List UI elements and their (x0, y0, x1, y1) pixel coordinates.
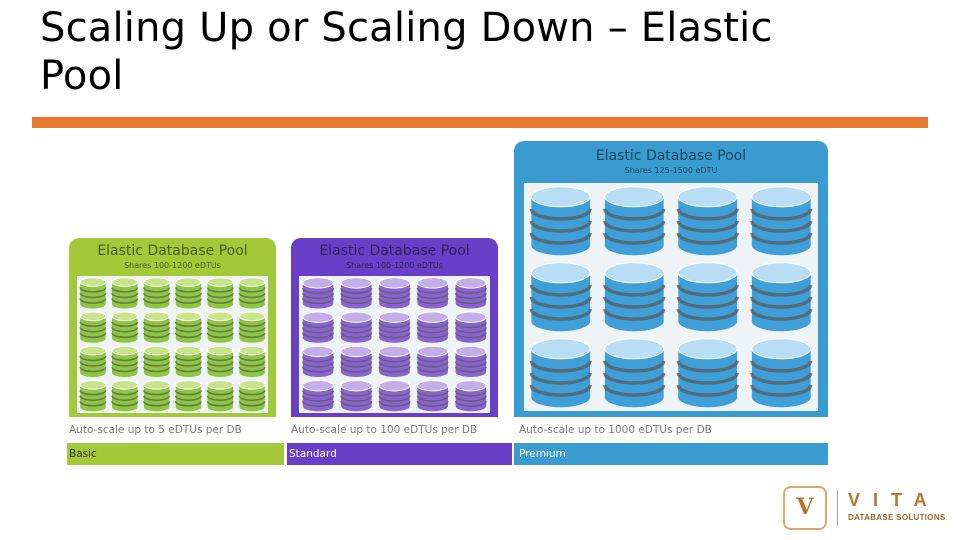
database-cylinder-icon (174, 277, 202, 309)
database-grid-standard (302, 277, 487, 412)
database-cylinder-icon (79, 311, 107, 343)
database-cylinder-icon (340, 277, 373, 309)
vita-logo-icon: V (783, 486, 827, 530)
database-cylinder-icon (378, 379, 411, 412)
database-cylinder-icon (529, 338, 592, 408)
database-cylinder-icon (378, 277, 411, 309)
database-cylinder-icon (238, 311, 266, 343)
pool-panel-premium: Elastic Database Pool Shares 125-1500 eD… (514, 141, 828, 417)
database-grid-basic (79, 277, 266, 412)
logo-wordmark: VITA (848, 490, 940, 510)
database-cylinder-icon (378, 311, 411, 343)
pool-shares-standard: Shares 100-1200 eDTUs (346, 261, 443, 270)
database-cylinder-icon (340, 311, 373, 343)
logo-mark-letter: V (796, 494, 814, 520)
autoscale-premium: Auto-scale up to 1000 eDTUs per DB (519, 424, 712, 436)
pool-shares-premium: Shares 125-1500 eDTU (624, 166, 718, 175)
pool-title-basic: Elastic Database Pool (97, 243, 248, 259)
database-cylinder-icon (238, 277, 266, 309)
database-cylinder-icon (206, 277, 234, 309)
database-cylinder-icon (750, 186, 813, 256)
database-cylinder-icon (529, 262, 592, 332)
tier-label-premium: Premium (514, 443, 828, 465)
database-cylinder-icon (302, 345, 335, 378)
database-cylinder-icon (206, 311, 234, 343)
database-cylinder-icon (143, 277, 171, 309)
tier-label-basic: Basic (67, 443, 284, 465)
logo-divider (837, 490, 838, 526)
database-cylinder-icon (340, 345, 373, 378)
database-cylinder-icon (340, 379, 373, 412)
database-cylinder-icon (174, 311, 202, 343)
pool-title-premium: Elastic Database Pool (595, 148, 747, 164)
vita-logo: V VITA DATABASE SOLUTIONS (781, 486, 951, 534)
database-cylinder-icon (676, 338, 739, 408)
pool-databases-premium (524, 183, 818, 411)
pool-databases-basic (77, 276, 268, 413)
slide-title: Scaling Up or Scaling Down – Elastic Poo… (40, 4, 900, 100)
database-cylinder-icon (416, 345, 449, 378)
database-cylinder-icon (750, 262, 813, 332)
autoscale-standard: Auto-scale up to 100 eDTUs per DB (291, 424, 478, 436)
database-cylinder-icon (174, 345, 202, 378)
title-underline-rule (32, 117, 928, 128)
database-cylinder-icon (143, 345, 171, 378)
pool-databases-standard (299, 276, 490, 413)
database-cylinder-icon (111, 311, 139, 343)
database-cylinder-icon (378, 345, 411, 378)
database-cylinder-icon (454, 277, 487, 309)
database-cylinder-icon (238, 379, 266, 412)
pool-panel-basic: Elastic Database Pool Shares 100-1200 eD… (69, 238, 276, 417)
database-cylinder-icon (454, 345, 487, 378)
database-cylinder-icon (302, 277, 335, 309)
database-cylinder-icon (206, 345, 234, 378)
database-cylinder-icon (79, 345, 107, 378)
database-cylinder-icon (111, 345, 139, 378)
slide-title-line-1: Scaling Up or Scaling Down – Elastic (40, 5, 773, 51)
database-cylinder-icon (143, 379, 171, 412)
autoscale-basic: Auto-scale up to 5 eDTUs per DB (69, 424, 242, 436)
database-cylinder-icon (238, 345, 266, 378)
database-grid-premium (529, 186, 813, 408)
database-cylinder-icon (174, 379, 202, 412)
logo-subtitle: DATABASE SOLUTIONS (848, 513, 946, 522)
database-cylinder-icon (676, 262, 739, 332)
database-cylinder-icon (603, 186, 666, 256)
slide-title-line-2: Pool (40, 53, 124, 99)
database-cylinder-icon (302, 311, 335, 343)
database-cylinder-icon (603, 262, 666, 332)
database-cylinder-icon (79, 379, 107, 412)
database-cylinder-icon (143, 311, 171, 343)
database-cylinder-icon (750, 338, 813, 408)
database-cylinder-icon (676, 186, 739, 256)
database-cylinder-icon (529, 186, 592, 256)
database-cylinder-icon (416, 379, 449, 412)
database-cylinder-icon (79, 277, 107, 309)
database-cylinder-icon (416, 277, 449, 309)
database-cylinder-icon (454, 311, 487, 343)
database-cylinder-icon (206, 379, 234, 412)
pool-panel-standard: Elastic Database Pool Shares 100-1200 eD… (291, 238, 498, 417)
pool-title-standard: Elastic Database Pool (319, 243, 470, 259)
database-cylinder-icon (416, 311, 449, 343)
tier-label-standard: Standard (287, 443, 512, 465)
database-cylinder-icon (111, 379, 139, 412)
database-cylinder-icon (111, 277, 139, 309)
database-cylinder-icon (302, 379, 335, 412)
pool-shares-basic: Shares 100-1200 eDTUs (124, 261, 221, 270)
database-cylinder-icon (454, 379, 487, 412)
database-cylinder-icon (603, 338, 666, 408)
